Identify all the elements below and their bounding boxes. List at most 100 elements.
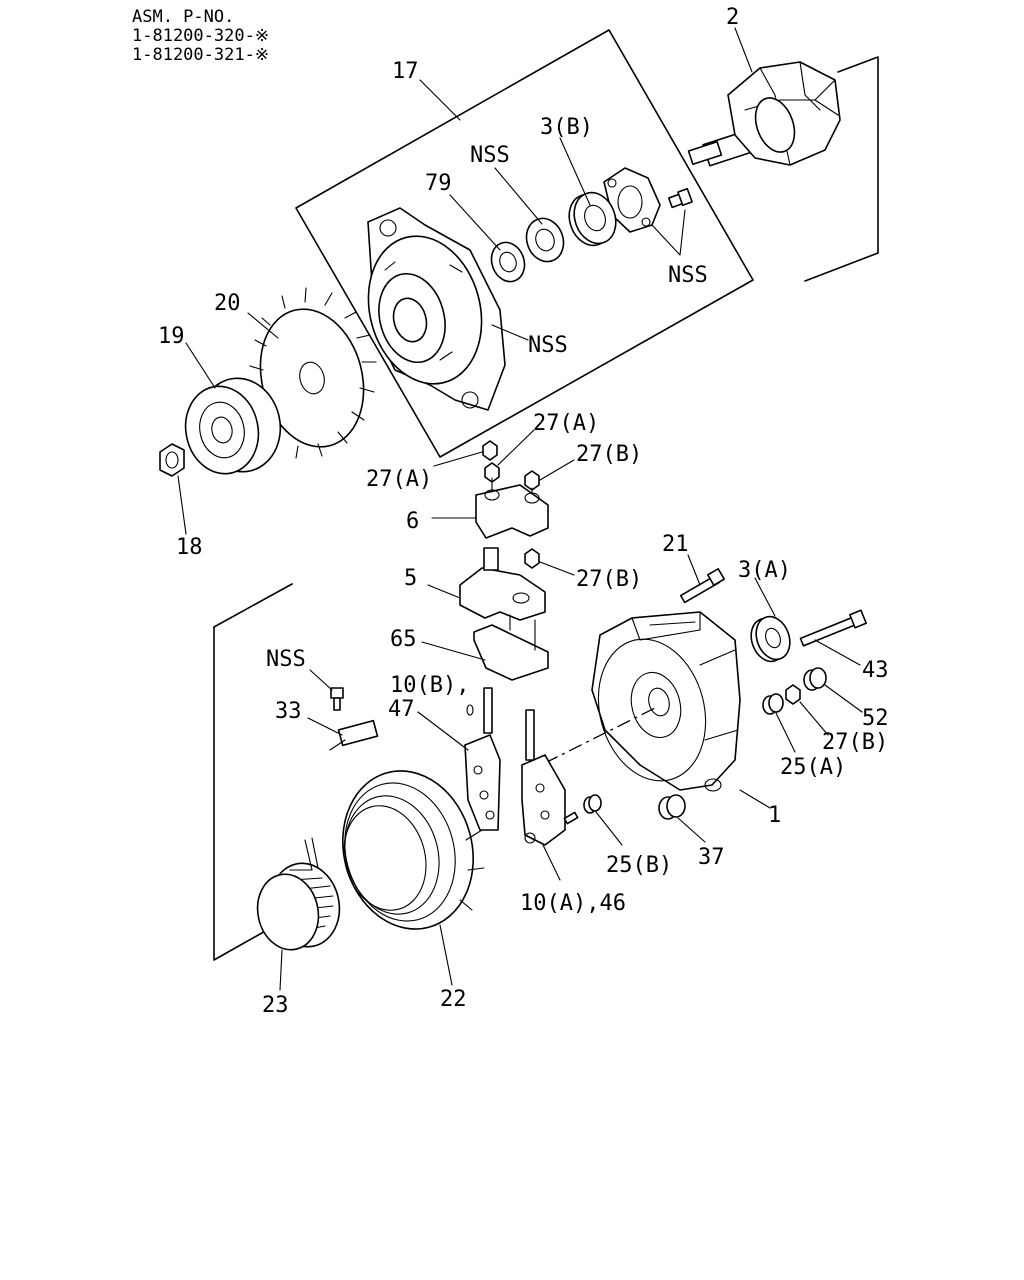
nut-27a-top bbox=[482, 440, 498, 461]
leader-33 bbox=[307, 717, 343, 736]
callout-27a-2: 27(A) bbox=[533, 411, 599, 436]
leader-10a bbox=[542, 844, 561, 881]
header-line-3: 1-81200-321-※ bbox=[132, 45, 269, 65]
callout-25a: 25(A) bbox=[780, 755, 846, 780]
callout-nss-frame: NSS bbox=[528, 333, 568, 358]
callout-17: 17 bbox=[392, 59, 419, 84]
retainer-screw bbox=[667, 187, 693, 209]
stator-group-bracket bbox=[213, 583, 293, 961]
bracket-65 bbox=[473, 614, 549, 681]
leader-nss-screw bbox=[651, 209, 686, 256]
stator-22 bbox=[342, 770, 485, 930]
leader-5 bbox=[427, 584, 461, 599]
callout-6: 6 bbox=[406, 509, 419, 534]
leader-27a-1 bbox=[433, 451, 483, 467]
callout-nss-washer: NSS bbox=[470, 143, 510, 168]
leader-17 bbox=[419, 79, 461, 121]
pulley-part bbox=[184, 377, 282, 475]
terminal-screw bbox=[330, 687, 344, 711]
callout-3a: 3(A) bbox=[738, 558, 791, 583]
callout-10b-line1: 10(B), bbox=[390, 673, 469, 698]
bolt-21 bbox=[679, 568, 725, 604]
leader-27b-2 bbox=[539, 561, 575, 576]
nut-27a-lower bbox=[484, 462, 500, 483]
callout-33: 33 bbox=[275, 699, 302, 724]
nut-27b-middle bbox=[524, 548, 540, 569]
leader-43 bbox=[814, 639, 861, 666]
callout-nss-screw: NSS bbox=[668, 263, 708, 288]
rear-frame-1 bbox=[591, 611, 741, 792]
callout-79: 79 bbox=[425, 171, 452, 196]
leader-18 bbox=[177, 475, 187, 535]
cooling-fan-part bbox=[249, 287, 377, 459]
regulator-5 bbox=[459, 547, 546, 621]
leader-nss-washer bbox=[494, 167, 543, 225]
leader-52 bbox=[824, 684, 863, 713]
bushing-52 bbox=[803, 667, 827, 691]
leader-27a-2 bbox=[497, 429, 535, 466]
terminal-33 bbox=[329, 719, 379, 751]
leader-21 bbox=[687, 554, 701, 586]
callout-27b-1: 27(B) bbox=[576, 442, 642, 467]
callout-65: 65 bbox=[390, 627, 417, 652]
terminal-cover-6 bbox=[475, 477, 549, 539]
leader-37 bbox=[677, 817, 706, 843]
leader-65 bbox=[421, 641, 486, 661]
callout-27a-1: 27(A) bbox=[366, 467, 432, 492]
callout-22: 22 bbox=[440, 987, 467, 1012]
leader-27b-3 bbox=[799, 701, 829, 736]
callout-27b-3: 27(B) bbox=[822, 730, 888, 755]
callout-nss-terminal: NSS bbox=[266, 647, 306, 672]
bearing-3a bbox=[750, 615, 791, 663]
leader-23 bbox=[279, 949, 283, 991]
leader-nss-terminal bbox=[309, 669, 333, 691]
washer-part bbox=[525, 217, 565, 263]
leader-27b-1 bbox=[539, 459, 575, 481]
leader-79 bbox=[449, 194, 501, 251]
front-frame-part bbox=[367, 207, 506, 411]
leader-25a bbox=[775, 712, 796, 753]
header-line-1: ASM. P-NO. bbox=[132, 7, 234, 27]
leader-2 bbox=[734, 27, 753, 73]
leader-1 bbox=[739, 789, 771, 809]
through-bolt-43 bbox=[799, 609, 867, 647]
leader-19 bbox=[185, 342, 216, 389]
pulley-nut bbox=[159, 443, 185, 477]
rotor-part bbox=[687, 61, 841, 167]
rectifier-10a bbox=[521, 709, 579, 846]
callout-1: 1 bbox=[768, 803, 781, 828]
leader-3a bbox=[754, 577, 776, 617]
callout-23: 23 bbox=[262, 993, 289, 1018]
leader-20 bbox=[247, 312, 279, 339]
nut-27b-upper bbox=[524, 470, 540, 491]
header-line-2: 1-81200-320-※ bbox=[132, 26, 269, 46]
callout-19: 19 bbox=[158, 324, 185, 349]
callout-5: 5 bbox=[404, 566, 417, 591]
callout-37: 37 bbox=[698, 845, 725, 870]
insulator-25b bbox=[583, 794, 602, 814]
leader-10b bbox=[417, 711, 469, 751]
callout-25b: 25(B) bbox=[606, 853, 672, 878]
callout-52: 52 bbox=[862, 706, 889, 731]
spacer-79 bbox=[490, 241, 526, 283]
leader-nss-frame bbox=[491, 324, 529, 341]
insulator-25a bbox=[762, 693, 784, 715]
callout-10a: 10(A),46 bbox=[520, 891, 626, 916]
callout-20: 20 bbox=[214, 291, 241, 316]
callout-27b-2: 27(B) bbox=[576, 567, 642, 592]
callout-43: 43 bbox=[862, 658, 889, 683]
front-frame-assembly-box bbox=[295, 29, 754, 458]
callout-18: 18 bbox=[176, 535, 203, 560]
brush-holder-23 bbox=[256, 837, 341, 951]
leader-3b bbox=[559, 137, 591, 206]
rotor-group-bracket bbox=[804, 56, 879, 282]
alignment-axis bbox=[544, 707, 656, 764]
bearing-3b bbox=[568, 191, 617, 247]
nut-27b-lower bbox=[785, 684, 801, 705]
leader-25b bbox=[595, 811, 623, 846]
cap-37 bbox=[658, 794, 686, 820]
callout-21: 21 bbox=[662, 532, 689, 557]
callout-10b-line2: 47 bbox=[388, 697, 415, 722]
